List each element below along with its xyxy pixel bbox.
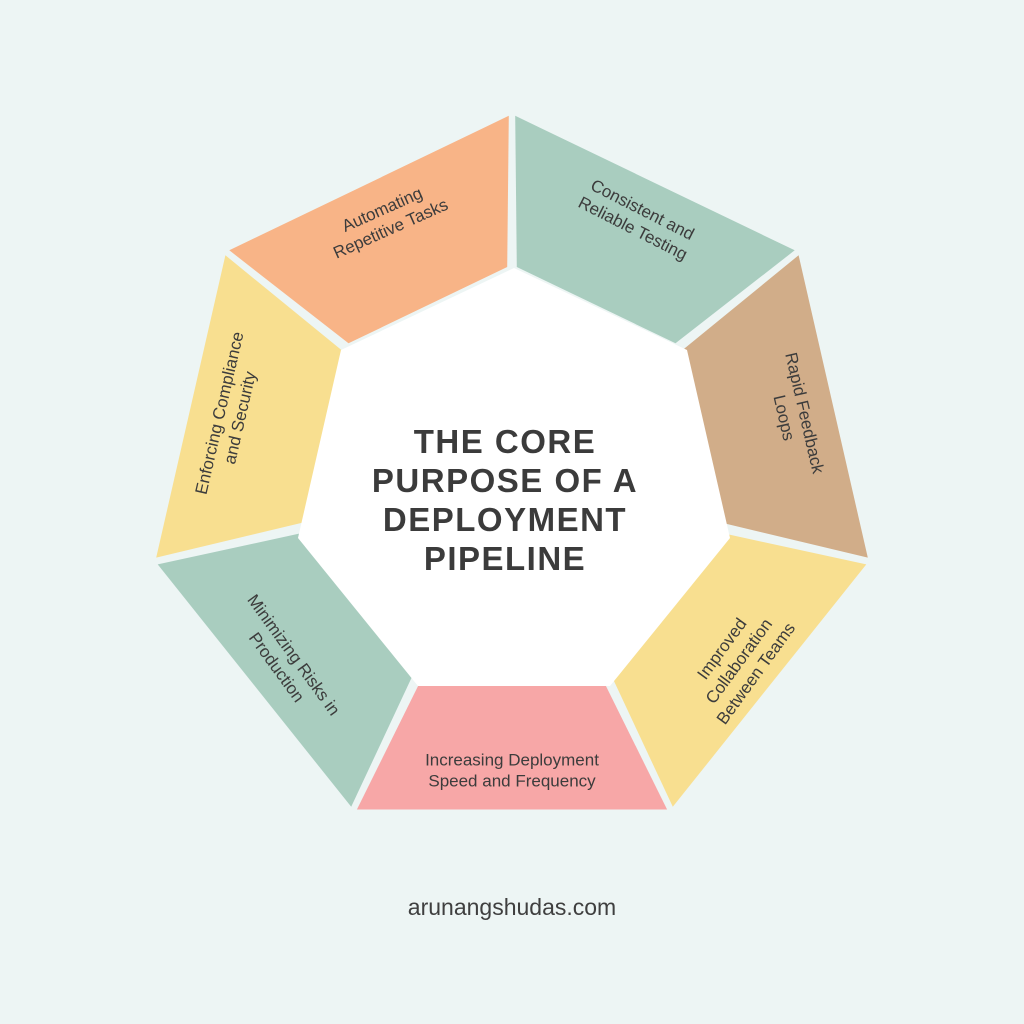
- center-title-line: PIPELINE: [424, 540, 586, 577]
- footer-website: arunangshudas.com: [408, 894, 616, 920]
- segment-increasing: [356, 674, 668, 810]
- segment-label-line: Speed and Frequency: [428, 772, 596, 791]
- segment-consistent: [515, 115, 795, 344]
- center-title-line: DEPLOYMENT: [383, 501, 627, 538]
- segments: [156, 115, 868, 810]
- segment-label-line: Increasing Deployment: [425, 751, 599, 770]
- segment-enforcing: [156, 255, 343, 558]
- center-title-line: PURPOSE OF A: [372, 462, 638, 499]
- center-title-line: THE CORE: [414, 423, 597, 460]
- segment-rapid: [681, 255, 868, 558]
- segment-automating: [229, 115, 509, 344]
- center-heptagon: [298, 268, 730, 686]
